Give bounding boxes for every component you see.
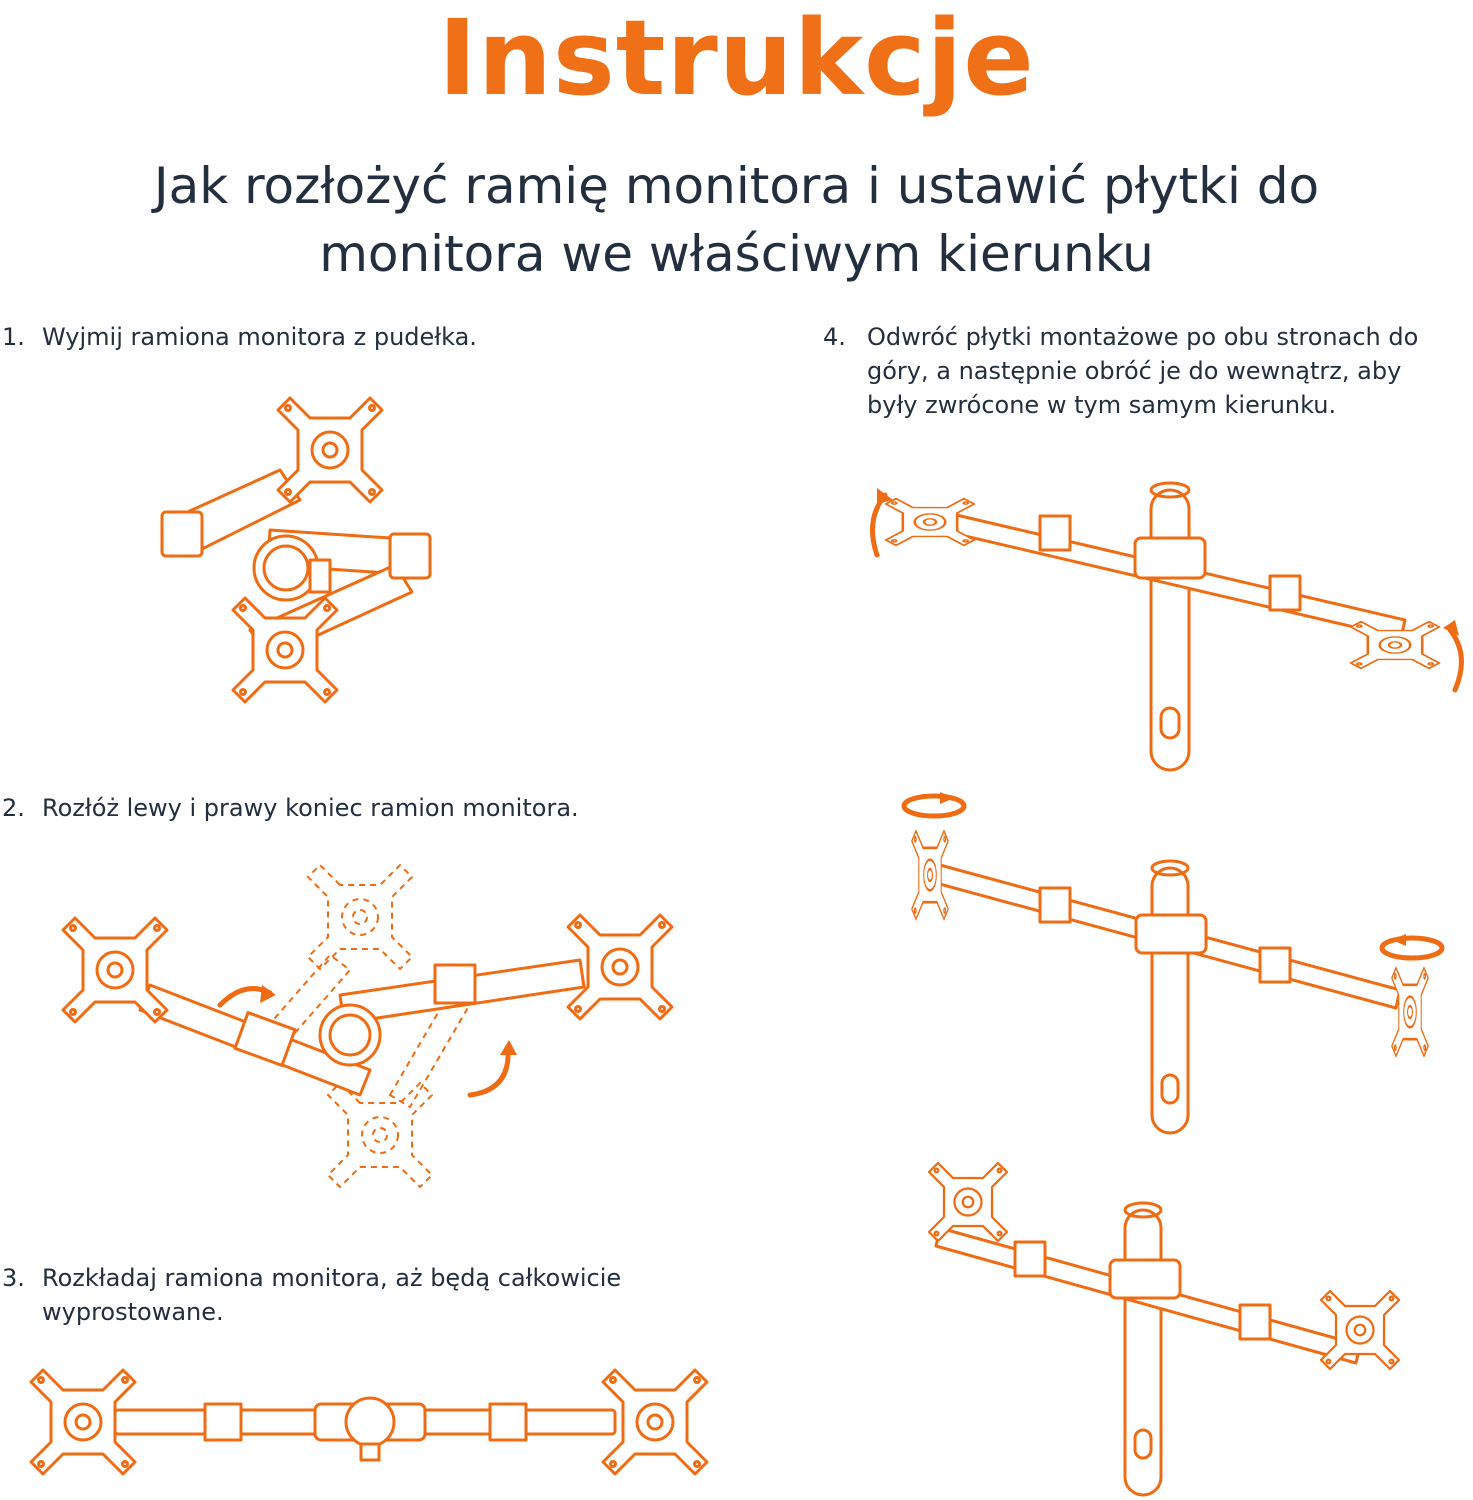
step-3-number: 3. xyxy=(2,1264,25,1292)
subtitle-line-2: monitora we właściwym kierunku xyxy=(319,225,1154,283)
step-4-number: 4. xyxy=(823,323,846,351)
page-subtitle: Jak rozłożyć ramię monitora i ustawić pł… xyxy=(40,152,1433,288)
step-3-line-2: wyprostowane. xyxy=(42,1298,224,1326)
step-4-line-3: były zwrócone w tym samym kierunku. xyxy=(867,391,1337,419)
unfolding-arms-illustration xyxy=(61,864,674,1188)
step-2-number: 2. xyxy=(2,794,25,822)
step-2-text: Rozłóż lewy i prawy koniec ramion monito… xyxy=(42,794,579,822)
step-1-number: 1. xyxy=(2,323,25,351)
plates-final-position-illustration xyxy=(927,1161,1401,1497)
step-4: 4. Odwróć płytki montażowe po obu strona… xyxy=(823,320,1463,422)
subtitle-line-1: Jak rozłożyć ramię monitora i ustawić pł… xyxy=(153,157,1320,215)
step-2: 2. Rozłóż lewy i prawy koniec ramion mon… xyxy=(2,791,662,825)
step-3-line-1: Rozkładaj ramiona monitora, aż będą całk… xyxy=(42,1264,622,1292)
step-4-line-1: Odwróć płytki montażowe po obu stronach … xyxy=(867,323,1419,351)
page-title: Instrukcje xyxy=(438,0,1035,119)
step-1: 1. Wyjmij ramiona monitora z pudełka. xyxy=(2,320,622,354)
straightened-arms-illustration xyxy=(29,1368,709,1476)
plates-rotate-inward-illustration xyxy=(901,792,1445,1135)
step-3: 3. Rozkładaj ramiona monitora, aż będą c… xyxy=(2,1261,702,1329)
step-1-text: Wyjmij ramiona monitora z pudełka. xyxy=(42,323,477,351)
folded-arms-illustration xyxy=(160,396,432,704)
plates-flip-up-illustration xyxy=(870,481,1464,772)
step-4-line-2: góry, a następnie obróć je do wewnątrz, … xyxy=(867,357,1402,385)
